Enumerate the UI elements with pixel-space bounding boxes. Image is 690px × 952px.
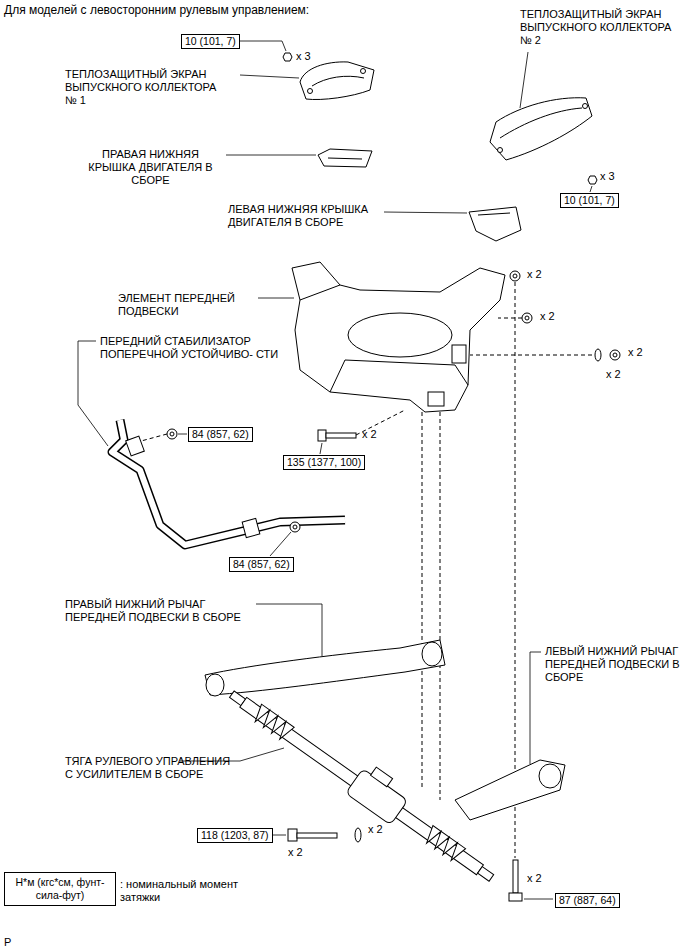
part-label: ЛЕВЫЙ НИЖНИЙ РЫЧАГ ПЕРЕДНЕЙ ПОДВЕСКИ В С…: [545, 645, 685, 684]
part-label: ПРАВАЯ НИЖНЯЯ КРЫШКА ДВИГАТЕЛЯ В СБОРЕ: [78, 148, 223, 187]
torque-value: Н*м (кгс*см, фунт-сила-фут): [15, 876, 104, 901]
quantity: x 3: [600, 170, 615, 183]
torque-value: 10 (101, 7): [185, 35, 236, 47]
torque-box: 118 (1203, 87): [197, 828, 273, 843]
part-label: ТЕПЛОЗАЩИТНЫЙ ЭКРАН ВЫПУСКНОГО КОЛЛЕКТОР…: [65, 68, 230, 107]
quantity: x 2: [527, 268, 542, 281]
part-label: ПРАВЫЙ НИЖНИЙ РЫЧАГ ПЕРЕДНЕЙ ПОДВЕСКИ В …: [65, 598, 250, 624]
part-label: ТЯГА РУЛЕВОГО УПРАВЛЕНИЯ С УСИЛИТЕЛЕМ В …: [65, 755, 235, 781]
quantity: x 2: [288, 846, 303, 859]
part-label: ЛЕВАЯ НИЖНЯЯ КРЫШКА ДВИГАТЕЛЯ В СБОРЕ: [228, 203, 380, 229]
torque-box: 10 (101, 7): [181, 34, 240, 49]
diagram-title: Для моделей с левосторонним рулевым упра…: [4, 4, 309, 17]
part-label: ТЕПЛОЗАЩИТНЫЙ ЭКРАН ВЫПУСКНОГО КОЛЛЕКТОР…: [520, 8, 685, 47]
torque-value: 118 (1203, 87): [201, 829, 269, 841]
quantity: x 2: [527, 872, 542, 885]
part-label: ПЕРЕДНИЙ СТАБИЛИЗАТОР ПОПЕРЕЧНОЙ УСТОЙЧИ…: [100, 335, 290, 361]
quantity: x 2: [628, 346, 643, 359]
part-label: ЭЛЕМЕНТ ПЕРЕДНЕЙ ПОДВЕСКИ: [118, 292, 253, 318]
torque-value: 84 (857, 62): [233, 558, 290, 570]
quantity: x 2: [362, 428, 377, 441]
legend-text: : номинальный момент затяжки: [120, 878, 242, 904]
legend-sample-box: Н*м (кгс*см, фунт-сила-фут): [4, 872, 116, 906]
quantity: x 2: [606, 368, 621, 381]
quantity: x 2: [368, 823, 383, 836]
quantity: x 2: [540, 310, 555, 323]
torque-value: 10 (101, 7): [564, 194, 615, 206]
figure-code: P: [4, 936, 11, 949]
torque-box: 84 (857, 62): [188, 427, 253, 442]
quantity: x 3: [296, 50, 311, 63]
torque-value: 84 (857, 62): [192, 428, 249, 440]
torque-box: 87 (887, 64): [555, 893, 620, 908]
torque-box: 135 (1377, 100): [283, 455, 365, 470]
torque-value: 135 (1377, 100): [287, 456, 361, 468]
torque-value: 87 (887, 64): [559, 894, 616, 906]
torque-box: 84 (857, 62): [229, 557, 294, 572]
torque-box: 10 (101, 7): [560, 193, 619, 208]
